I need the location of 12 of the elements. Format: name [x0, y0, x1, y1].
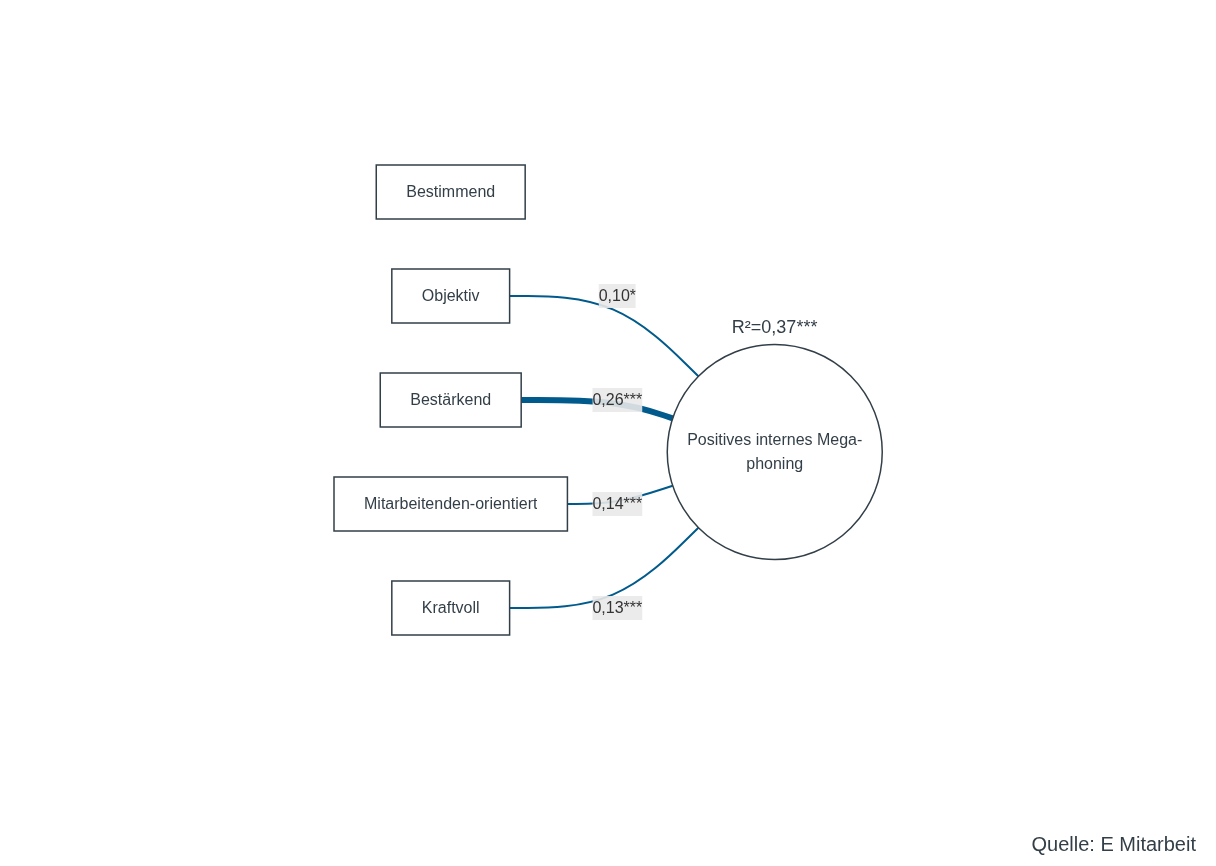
edge-label: 0,14***: [592, 495, 643, 512]
node-box: Bestimmend: [375, 164, 526, 220]
edge-label: 0,13***: [592, 599, 643, 616]
node-box: Mitarbeitenden-orientiert: [333, 476, 569, 532]
r-squared-label: R²=0,37***: [731, 316, 818, 338]
source-note: Quelle: E Mitarbeit: [1031, 833, 1196, 856]
node-circle: Positives internes Mega-phoning: [666, 343, 883, 561]
edge-label: 0,10*: [598, 287, 636, 304]
node-box: Bestärkend: [379, 372, 522, 428]
node-box: Kraftvoll: [390, 580, 511, 636]
node-box: Objektiv: [390, 268, 511, 324]
edge-label: 0,26***: [592, 391, 643, 408]
